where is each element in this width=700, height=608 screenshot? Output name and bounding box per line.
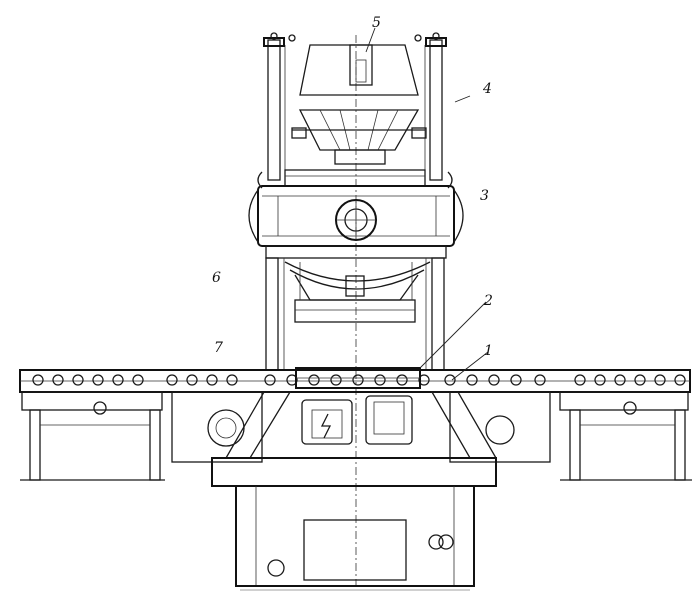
press-head — [248, 171, 464, 259]
callout-4: 4 — [482, 81, 492, 97]
callout-1: 1 — [484, 343, 493, 359]
callout-leaders — [365, 27, 489, 381]
callout-2: 2 — [483, 293, 493, 309]
roller-table — [19, 369, 692, 481]
machine-base — [171, 367, 551, 591]
lower-columns — [265, 257, 445, 371]
top-hopper-assembly — [263, 32, 447, 187]
callout-3: 3 — [480, 188, 489, 204]
callout-7: 7 — [214, 340, 223, 356]
die-mechanism — [284, 261, 431, 323]
callout-6: 6 — [212, 270, 221, 286]
callout-5: 5 — [372, 15, 381, 31]
